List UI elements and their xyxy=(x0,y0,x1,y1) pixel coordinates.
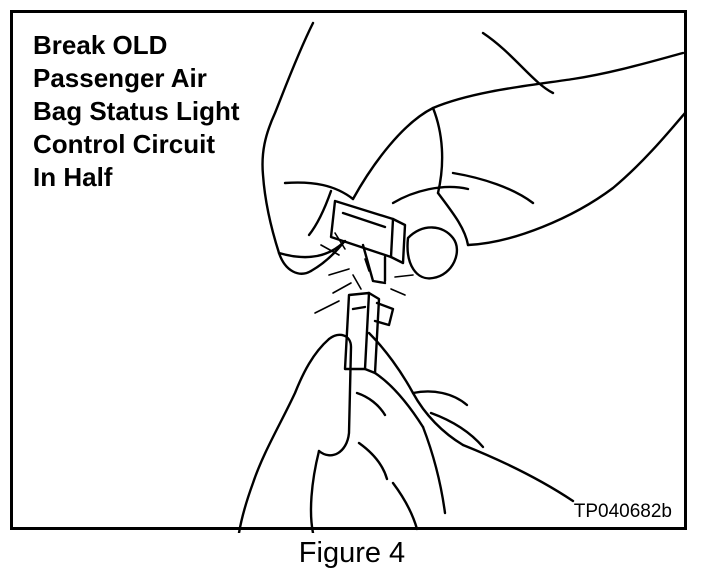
lower-hand xyxy=(237,331,575,533)
figure-title: Break OLD Passenger Air Bag Status Light… xyxy=(33,29,240,194)
hands-breaking-circuit-illustration xyxy=(237,21,687,533)
upper-hand xyxy=(261,21,687,280)
figure-frame: Break OLD Passenger Air Bag Status Light… xyxy=(10,10,687,533)
snap-marks xyxy=(314,232,414,314)
title-line: Control Circuit xyxy=(33,129,215,159)
circuit-board-lower-half xyxy=(343,291,395,375)
figure-caption: Figure 4 xyxy=(298,537,406,569)
title-line: Bag Status Light xyxy=(33,96,240,126)
title-line: Passenger Air xyxy=(33,63,207,93)
circuit-board-upper-half xyxy=(329,199,407,285)
reference-code: TP040682b xyxy=(573,501,672,522)
title-line: Break OLD xyxy=(33,30,168,60)
title-line: In Half xyxy=(33,162,113,192)
